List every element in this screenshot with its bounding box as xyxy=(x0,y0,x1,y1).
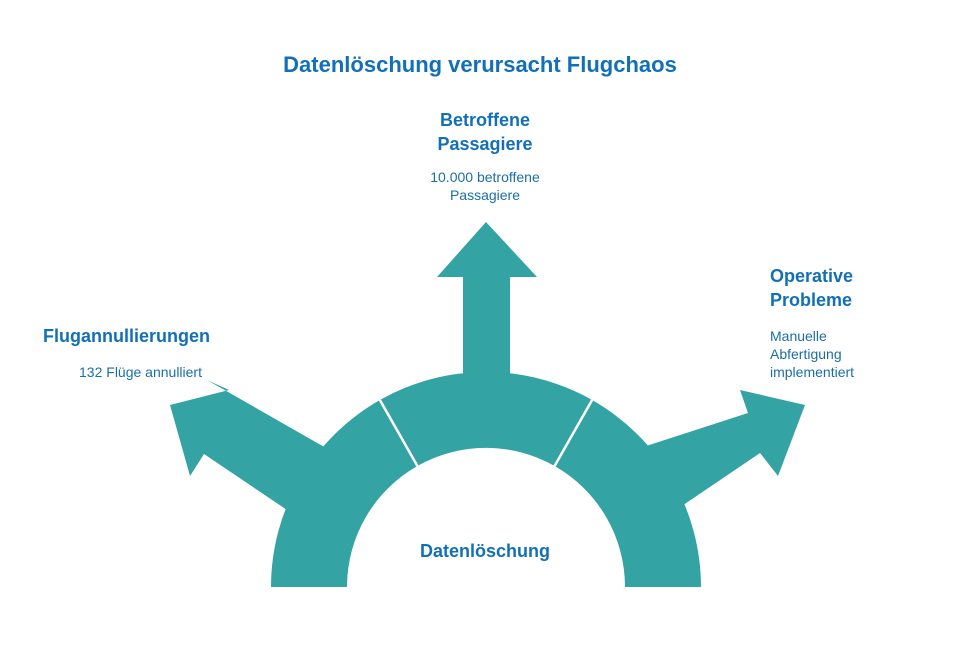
center-label: Datenlöschung xyxy=(419,541,550,561)
branch-top-description: 10.000 betroffene Passagiere xyxy=(430,169,540,203)
branch-left-description: 132 Flüge annulliert xyxy=(79,364,202,380)
branch-right-title: Operative Probleme xyxy=(770,266,854,310)
left-arrow xyxy=(170,380,326,512)
arc-separator-left xyxy=(378,399,419,467)
right-arrow xyxy=(634,390,805,514)
arc-segment-right xyxy=(554,400,701,587)
arc-separator-right xyxy=(553,399,594,467)
top-arrow xyxy=(437,222,537,395)
arc-segment-center xyxy=(379,371,593,466)
branch-top-title: Betroffene Passagiere xyxy=(437,110,533,154)
diagram-title: Datenlöschung verursacht Flugchaos xyxy=(283,52,677,77)
branch-left-title: Flugannullierungen xyxy=(43,326,210,346)
arc-segment-left xyxy=(271,400,418,587)
branch-right-description: Manuelle Abfertigung implementiert xyxy=(770,328,855,380)
